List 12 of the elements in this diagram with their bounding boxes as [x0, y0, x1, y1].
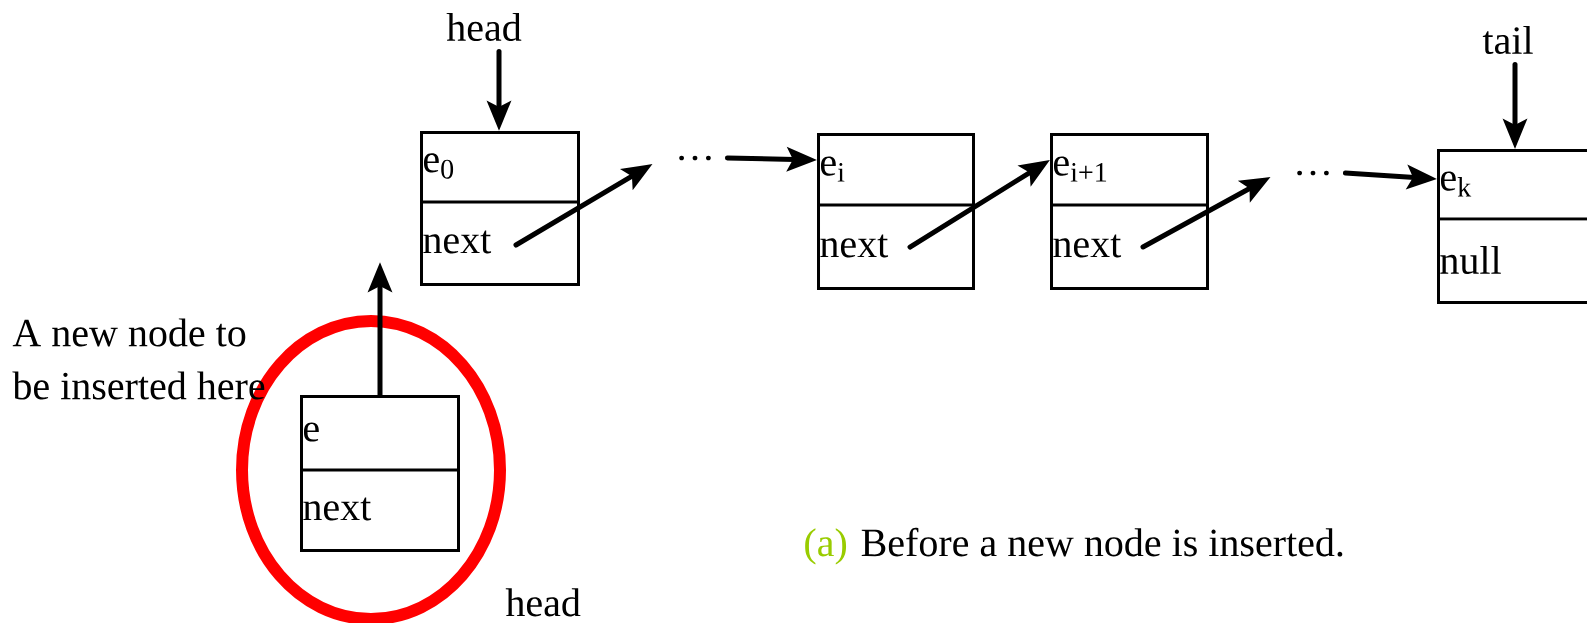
list-node-box: e$_{i}$ next — [817, 133, 975, 290]
caption-text: Before a new node is inserted. — [861, 527, 1343, 557]
pointer-label: head — [505, 588, 581, 617]
list-node-box: e$_{0}$ next — [420, 131, 580, 286]
pointer-label: … — [679, 155, 711, 161]
caption-letter: (a) — [805, 528, 847, 565]
pointer-label: tail — [1482, 25, 1533, 55]
list-node-box: e next — [300, 395, 460, 552]
list-node-box: e$_{i+1}$ next — [1050, 133, 1209, 290]
pointer-label: … — [1297, 170, 1329, 176]
pointer-label: head — [446, 12, 522, 42]
list-node-box: e$_{k}$ null — [1437, 149, 1587, 304]
